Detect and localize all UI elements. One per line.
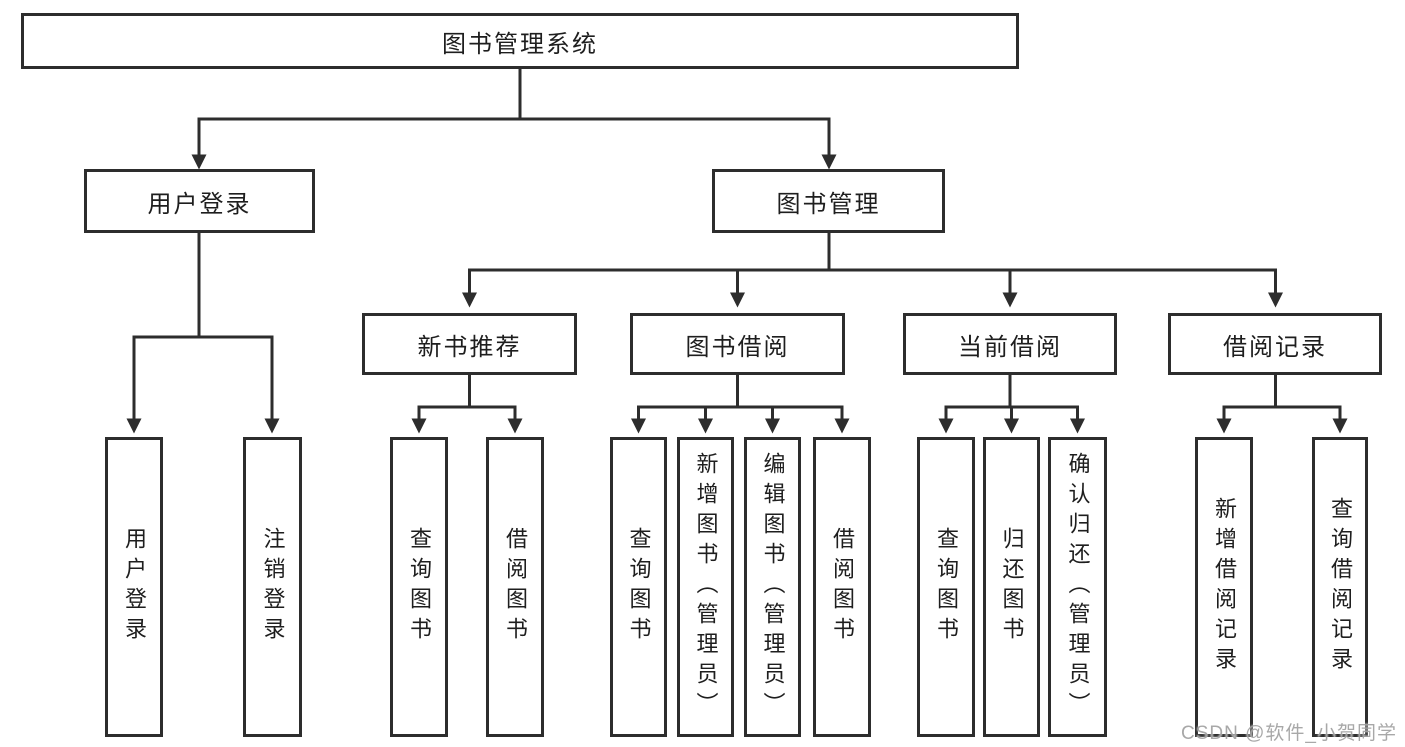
node-new-book-recommendation: 新书推荐 xyxy=(362,313,577,375)
node-label: 借阅记录 xyxy=(1223,333,1327,361)
node-book-borrowing: 图书借阅 xyxy=(630,313,845,375)
node-label: 查询图书 xyxy=(626,527,652,647)
node-user-login: 用户登录 xyxy=(105,437,163,737)
node-label: 图书管理系统 xyxy=(442,30,598,58)
node-label: 用户登录 xyxy=(147,190,252,218)
node-user-login-group: 用户登录 xyxy=(84,169,315,233)
node-label: 借阅图书 xyxy=(503,527,528,647)
node-rec-borrow-book: 借阅图书 xyxy=(486,437,544,737)
node-library-management-system: 图书管理系统 xyxy=(21,13,1019,69)
node-bb-edit-book-admin: 编辑图书（管理员） xyxy=(744,437,801,737)
node-cb-confirm-return-admin: 确认归还（管理员） xyxy=(1048,437,1107,737)
node-label: 编辑图书（管理员） xyxy=(760,452,786,722)
node-logout: 注销登录 xyxy=(243,437,302,737)
node-label: 图书借阅 xyxy=(685,333,790,361)
watermark: CSDN @软件_小贺同学 xyxy=(1181,723,1397,744)
node-label: 确认归还（管理员） xyxy=(1065,452,1091,722)
node-bb-add-book-admin: 新增图书（管理员） xyxy=(677,437,734,737)
node-label: 查询借阅记录 xyxy=(1328,497,1353,677)
node-label: 借阅图书 xyxy=(830,527,855,647)
node-label: 新书推荐 xyxy=(417,333,522,361)
node-label: 图书管理 xyxy=(776,190,881,218)
node-borrowing-records: 借阅记录 xyxy=(1168,313,1382,375)
node-label: 用户登录 xyxy=(122,527,147,647)
node-label: 新增图书（管理员） xyxy=(693,452,719,722)
node-cb-query-book: 查询图书 xyxy=(917,437,975,737)
node-rec-query-book: 查询图书 xyxy=(390,437,448,737)
node-label: 查询图书 xyxy=(934,527,959,647)
node-book-management: 图书管理 xyxy=(712,169,945,233)
node-label: 查询图书 xyxy=(407,527,432,647)
node-br-add-record: 新增借阅记录 xyxy=(1195,437,1253,737)
node-label: 注销登录 xyxy=(260,527,286,647)
node-label: 当前借阅 xyxy=(958,333,1062,361)
node-cb-return-book: 归还图书 xyxy=(983,437,1040,737)
node-current-borrowing: 当前借阅 xyxy=(903,313,1117,375)
node-label: 归还图书 xyxy=(999,527,1025,647)
node-br-query-record: 查询借阅记录 xyxy=(1312,437,1368,737)
node-bb-borrow-book: 借阅图书 xyxy=(813,437,871,737)
node-label: 新增借阅记录 xyxy=(1212,497,1237,677)
node-bb-query-book: 查询图书 xyxy=(610,437,667,737)
